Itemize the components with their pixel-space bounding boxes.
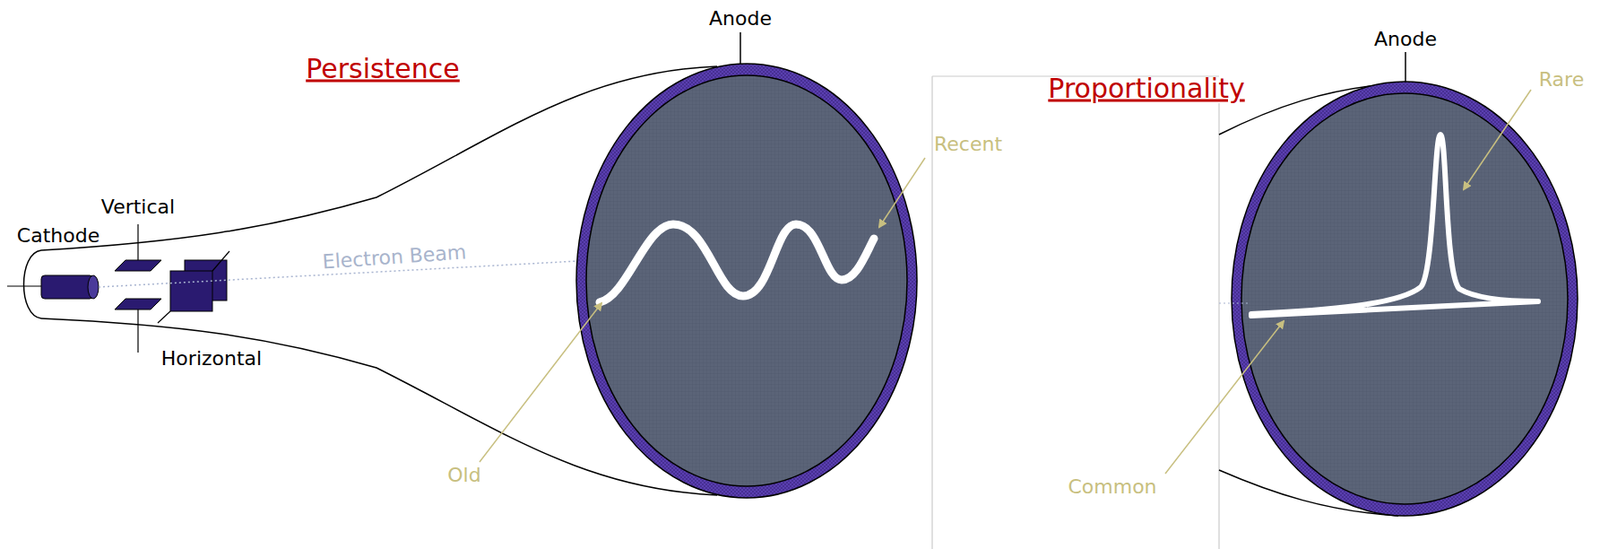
callout-label: Common: [1067, 475, 1157, 498]
section-heading: Persistence: [305, 53, 460, 84]
callout-label: Recent: [934, 133, 1003, 156]
beam-label: Electron Beam: [321, 241, 468, 273]
part-name: Horizontal: [161, 347, 262, 370]
part-name: Anode: [709, 8, 772, 30]
part-name: Vertical: [101, 196, 175, 218]
callout-label: Old: [447, 464, 481, 486]
part-name: Cathode: [17, 224, 100, 247]
part-name: Anode: [1374, 28, 1437, 51]
section-heading: Proportionality: [1047, 73, 1245, 104]
callout-label: Rare: [1539, 69, 1584, 91]
